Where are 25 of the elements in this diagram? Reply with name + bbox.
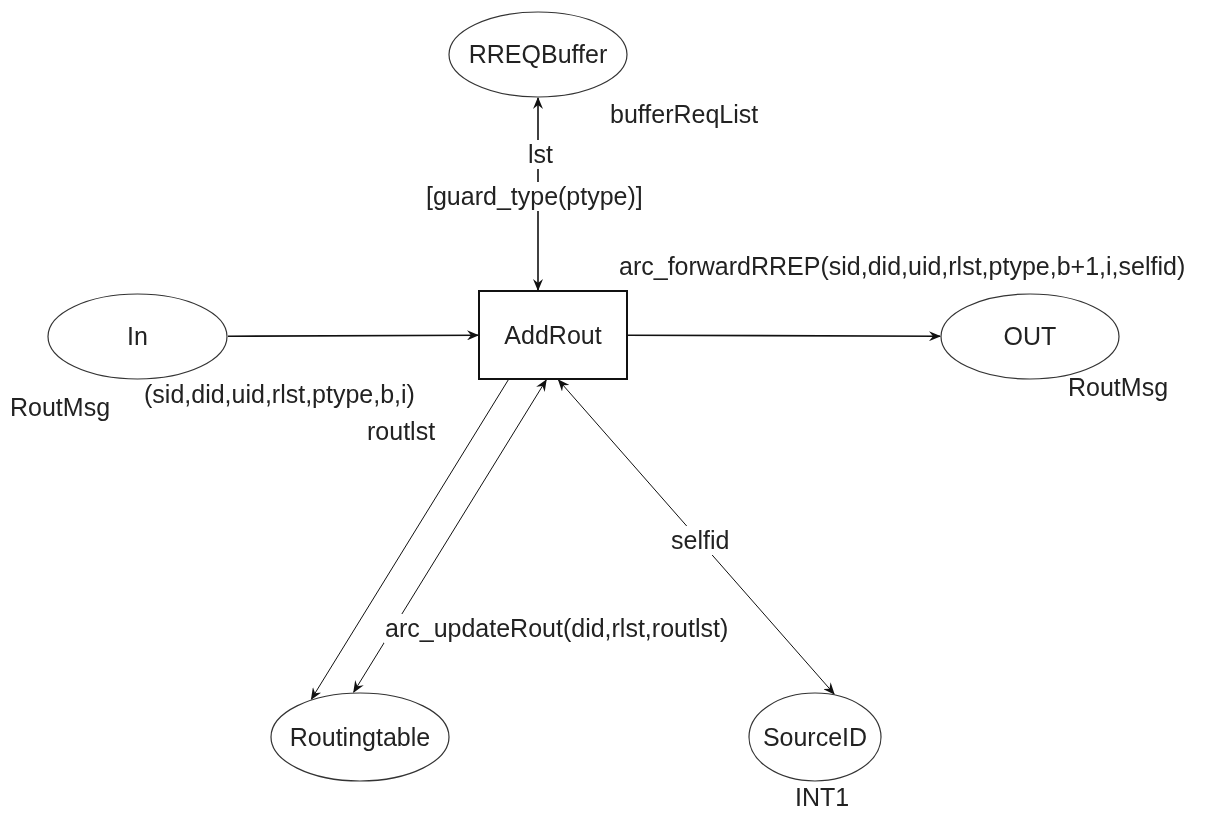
node-label: Routingtable — [289, 722, 431, 752]
arc-arrow — [310, 379, 509, 700]
color-set-label: RoutMsg — [10, 393, 111, 422]
color-set-label: INT1 — [795, 783, 850, 812]
node-label: RREQBuffer — [468, 40, 608, 69]
node-label: OUT — [1003, 322, 1057, 351]
arc-arrow — [353, 379, 547, 693]
place-ellipse — [940, 293, 1120, 380]
color-set-label: bufferReqList — [610, 100, 759, 129]
place-ellipse — [748, 692, 882, 782]
place-ellipse — [47, 293, 228, 380]
arc-inscription: selfid — [670, 526, 731, 555]
arc-arrow — [227, 330, 479, 341]
transition-box — [478, 290, 628, 380]
node-label: In — [127, 322, 148, 351]
arc-arrow — [557, 379, 835, 695]
arc-inscription: lst — [527, 140, 554, 169]
arc-inscription: arc_updateRout(did,rlst,routlst) — [384, 614, 730, 643]
place-ellipse — [448, 11, 628, 98]
node-label: SourceID — [762, 722, 868, 752]
guard-label: [guard_type(ptype)] — [425, 182, 644, 211]
node-label: AddRout — [504, 320, 602, 350]
color-set-label: RoutMsg — [1068, 373, 1169, 402]
place-ellipse — [270, 692, 450, 782]
arc-arrow — [627, 331, 941, 342]
